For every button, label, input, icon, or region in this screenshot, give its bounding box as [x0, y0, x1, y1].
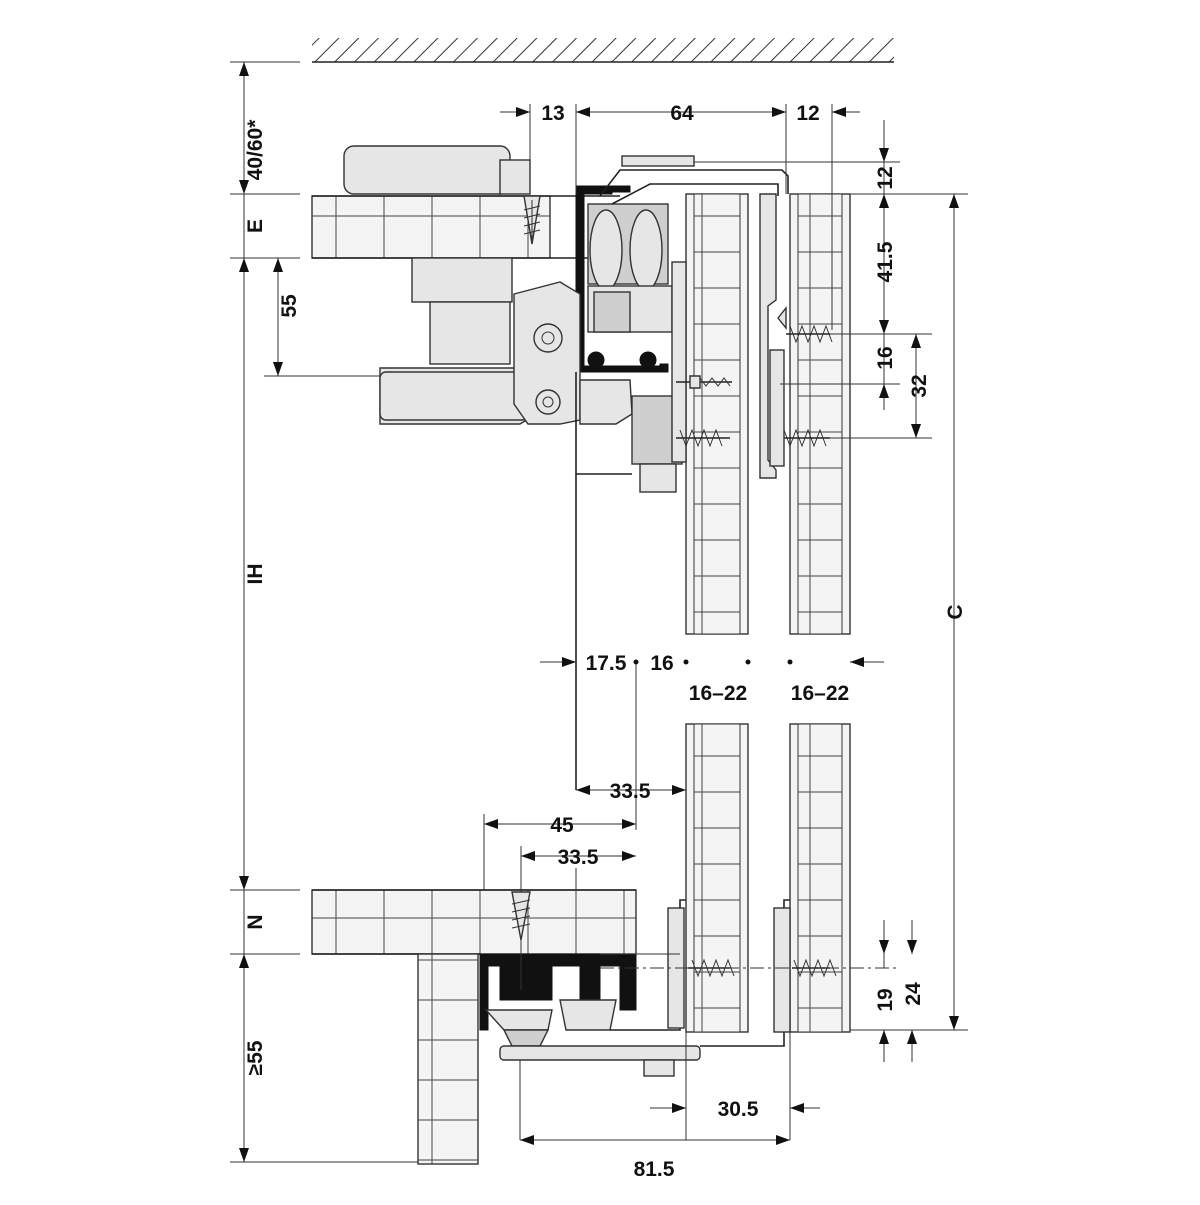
label-ceiling-gap: 40/60*: [244, 119, 267, 181]
label-12-top: 12: [796, 102, 819, 125]
label-45: 45: [550, 814, 574, 837]
label-24: 24: [902, 982, 925, 1006]
label-ih: IH: [244, 564, 267, 585]
label-16-22-b: 16–22: [791, 682, 849, 705]
label-32: 32: [908, 374, 931, 397]
dimension-dots: [633, 659, 793, 665]
inner-door-panel: [685, 193, 749, 1033]
label-33-5-mid: 33.5: [610, 780, 651, 803]
label-19: 19: [874, 988, 897, 1011]
dimension-arrows: [239, 62, 959, 1162]
label-41-5: 41.5: [874, 241, 897, 282]
top-carcass-panel: [311, 195, 620, 259]
label-64: 64: [670, 102, 694, 125]
label-55-top: 55: [278, 294, 301, 318]
label-81-5: 81.5: [634, 1158, 675, 1181]
bottom-track-assembly: [479, 891, 900, 1084]
label-17-5: 17.5: [586, 652, 627, 675]
outer-door-panel: [789, 193, 851, 1033]
label-e: E: [244, 219, 267, 233]
top-door-fixings: [671, 193, 833, 479]
ceiling: [312, 38, 894, 63]
label-33-5-bottom: 33.5: [558, 846, 599, 869]
label-16-22-a: 16–22: [689, 682, 747, 705]
label-16-mid: 16: [650, 652, 673, 675]
label-n: N: [244, 914, 267, 929]
top-track-assembly: [343, 145, 800, 493]
label-16-right: 16: [874, 346, 897, 369]
label-12-right: 12: [874, 166, 897, 189]
bottom-carcass-panel: [311, 889, 637, 1165]
label-floor-gap: ≥55: [244, 1040, 267, 1075]
label-30-5: 30.5: [718, 1098, 759, 1121]
label-c: C: [944, 604, 967, 619]
label-13: 13: [541, 102, 564, 125]
dimension-labels: 40/60* E 55 IH N ≥55 13 64 12 12 41.5 16…: [244, 102, 967, 1181]
